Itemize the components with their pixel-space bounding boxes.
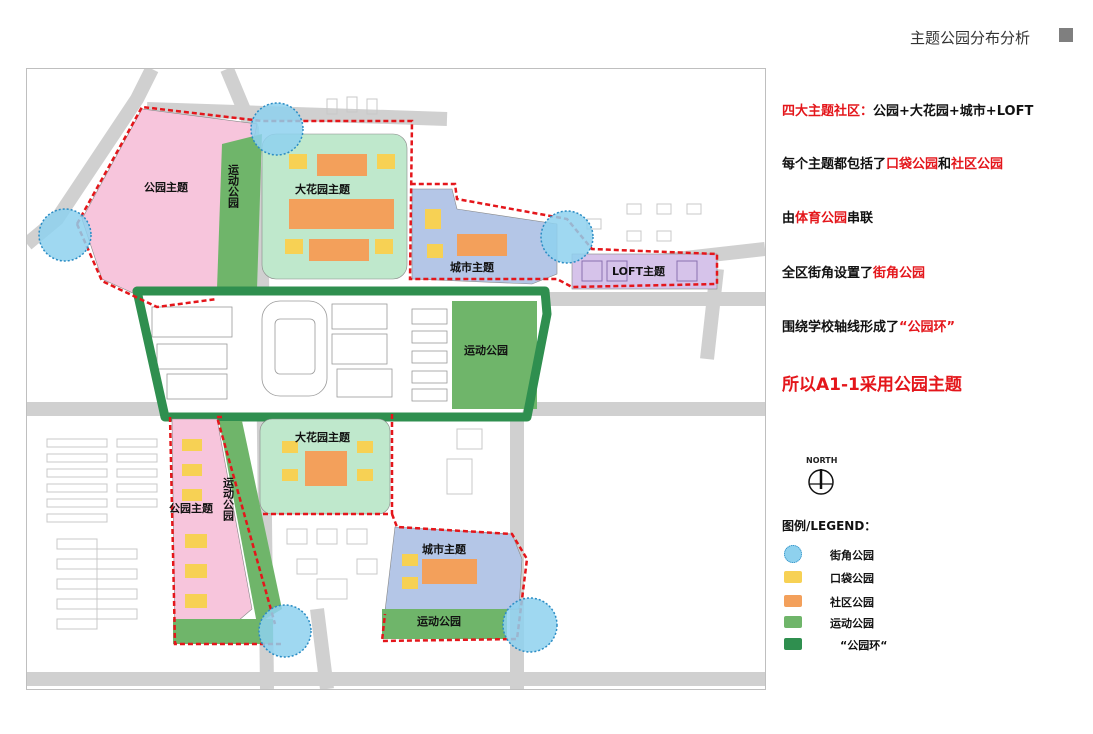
label-loft-theme: LOFT主题	[612, 264, 666, 278]
sports-park-vertical-top[interactable]	[217, 134, 262, 289]
analysis-line-4-a: 全区街角设置了	[782, 266, 874, 281]
label-sports-park-center: 运动公园	[464, 343, 508, 357]
legend-label: 社区公园	[830, 596, 874, 609]
sports-park-vertical-bottom[interactable]	[219, 421, 282, 624]
legend-label: 街角公园	[830, 549, 874, 562]
legend-item-sports-park: 运动公园	[782, 614, 982, 632]
legend-item-park-ring: “公园环“	[782, 636, 982, 654]
analysis-line-2: 每个主题都包括了口袋公园和社区公园	[782, 153, 1003, 172]
site-boundary-lines	[75, 105, 719, 646]
analysis-line-5-a: 围绕学校轴线形成了	[782, 320, 900, 335]
corner-parks[interactable]	[38, 102, 594, 658]
park-ring-swatch	[784, 638, 802, 650]
park-ring[interactable]	[132, 286, 552, 422]
surrounding-buildings	[46, 96, 702, 630]
label-park-theme-top: 公园主题	[144, 180, 189, 194]
label-sports-park-vertical-top: 运动公园	[227, 164, 240, 209]
pocket-park-swatch	[784, 571, 802, 583]
analysis-line-2-d: 社区公园	[951, 157, 1004, 172]
loft-theme-zone[interactable]	[571, 253, 718, 290]
sports-park-bottom[interactable]	[382, 609, 507, 639]
legend-item-community-park: 社区公园	[782, 593, 982, 611]
community-park-swatch	[784, 595, 802, 607]
analysis-line-1-black: 公园+大花园+城市+LOFT	[873, 104, 1034, 119]
analysis-line-2-b: 口袋公园	[886, 157, 939, 172]
legend-item-corner-park: 街角公园	[782, 545, 982, 564]
legend-label: 口袋公园	[830, 572, 874, 585]
legend-label: “公园环“	[840, 639, 888, 652]
analysis-line-4: 全区街角设置了街角公园	[782, 262, 925, 281]
corner-park-swatch	[784, 545, 802, 563]
analysis-line-3-b: 体育公园	[795, 211, 848, 226]
analysis-line-3: 由体育公园串联	[782, 207, 873, 226]
sports-park-bottom-left[interactable]	[173, 619, 273, 644]
label-city-theme-bottom: 城市主题	[422, 542, 467, 556]
analysis-line-5-b: “公园环”	[899, 320, 956, 335]
analysis-line-1: 四大主题社区：公园+大花园+城市+LOFT	[782, 100, 1033, 119]
header-square-icon	[1059, 28, 1073, 42]
page-title: 主题公园分布分析	[910, 29, 1031, 47]
legend-item-pocket-park: 口袋公园	[782, 569, 982, 587]
label-city-theme-top: 城市主题	[450, 260, 495, 274]
legend-title: 图例/LEGEND：	[782, 519, 877, 533]
label-garden-theme-mid: 大花园主题	[295, 430, 351, 444]
north-arrow-icon	[808, 469, 834, 495]
analysis-line-4-b: 街角公园	[873, 266, 926, 281]
school-buildings	[151, 300, 448, 402]
label-sports-park-bottom: 运动公园	[417, 614, 461, 628]
analysis-line-2-c: 和	[938, 157, 952, 172]
analysis-line-3-a: 由	[782, 211, 796, 226]
analysis-line-2-a: 每个主题都包括了	[782, 157, 887, 172]
site-plan-map[interactable]: 公园主题 大花园主题 城市主题 LOFT主题 运动公园 大花园主题 公园主题 城…	[26, 68, 766, 690]
analysis-line-1-red: 四大主题社区：	[782, 104, 874, 119]
analysis-line-3-c: 串联	[847, 211, 874, 226]
analysis-conclusion: 所以A1-1采用公园主题	[782, 375, 962, 395]
label-park-theme-bottom: 公园主题	[169, 501, 214, 515]
legend-label: 运动公园	[830, 617, 874, 630]
label-sports-park-vertical-bottom: 运动公园	[222, 477, 235, 522]
site-plan-svg: 公园主题 大花园主题 城市主题 LOFT主题 运动公园 大花园主题 公园主题 城…	[27, 69, 765, 689]
label-garden-theme-top: 大花园主题	[295, 182, 351, 196]
sports-park-swatch	[784, 616, 802, 628]
sports-park-center[interactable]	[452, 301, 537, 409]
north-label: NORTH	[806, 456, 838, 465]
analysis-line-5: 围绕学校轴线形成了“公园环”	[782, 316, 955, 335]
